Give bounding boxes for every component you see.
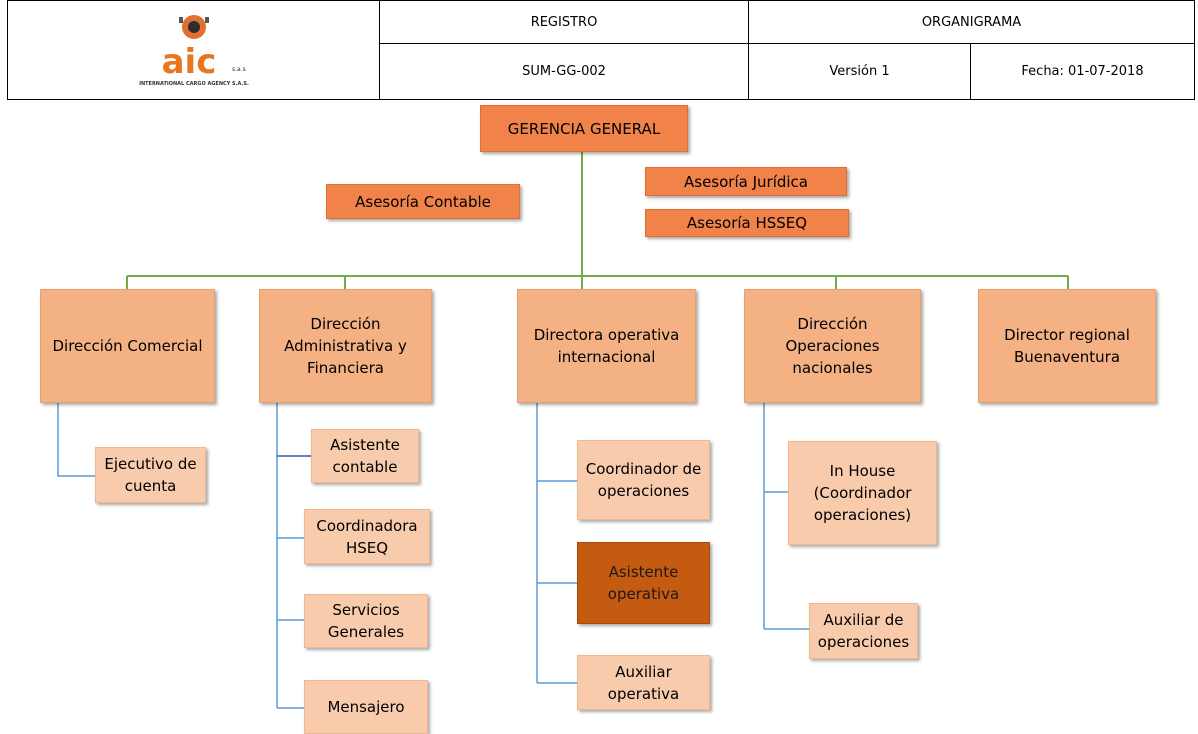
coordinador-operaciones-label: Coordinador de operaciones <box>585 460 702 500</box>
asistente-operativa-box: Asistente operativa <box>577 542 710 624</box>
direccion-administrativa-box: Dirección Administrativa y Financiera <box>259 289 432 403</box>
document-header: aic s.a.s INTERNATIONAL CARGO AGENCY S.A… <box>7 0 1195 100</box>
ejecutivo-cuenta-box: Ejecutivo de cuenta <box>95 447 206 503</box>
auxiliar-operaciones-label: Auxiliar de operaciones <box>817 611 910 651</box>
connector-ejecutivo <box>57 403 95 477</box>
auxiliar-operaciones-box: Auxiliar de operaciones <box>809 603 918 659</box>
asesoria-juridica-label: Asesoría Jurídica <box>684 172 808 191</box>
directora-internacional-box: Directora operativa internacional <box>517 289 696 403</box>
coordinador-operaciones-box: Coordinador de operaciones <box>577 440 710 520</box>
direccion-comercial-label: Dirección Comercial <box>52 337 203 355</box>
asesoria-contable-box: Asesoría Contable <box>326 184 520 219</box>
asistente-contable-label: Asistente contable <box>330 436 400 476</box>
auxiliar-operativa-label: Auxiliar operativa <box>607 662 680 703</box>
director-regional-box: Director regional Buenaventura <box>978 289 1156 403</box>
logo-cell: aic s.a.s INTERNATIONAL CARGO AGENCY S.A… <box>7 0 380 100</box>
asesoria-contable-label: Asesoría Contable <box>355 192 491 211</box>
mensajero-box: Mensajero <box>304 680 428 734</box>
auxiliar-operativa-box: Auxiliar operativa <box>577 655 710 710</box>
servicios-generales-box: Servicios Generales <box>304 594 428 648</box>
ejecutivo-cuenta-label: Ejecutivo de cuenta <box>104 455 197 495</box>
direccion-administrativa-label: Dirección Administrativa y Financiera <box>284 315 407 377</box>
gerencia-general-label: GERENCIA GENERAL <box>507 119 661 138</box>
logo-suffix: s.a.s <box>232 66 246 73</box>
direccion-nacionales-label: Dirección Operaciones nacionales <box>785 315 880 377</box>
gerencia-general-box: GERENCIA GENERAL <box>480 105 688 152</box>
coordinadora-hseq-label: Coordinadora HSEQ <box>316 516 418 557</box>
directora-internacional-label: Directora operativa internacional <box>533 326 680 366</box>
mensajero-label: Mensajero <box>327 698 405 716</box>
asesoria-juridica-box: Asesoría Jurídica <box>645 167 847 196</box>
direccion-nacionales-box: Dirección Operaciones nacionales <box>744 289 921 403</box>
logo-tagline: INTERNATIONAL CARGO AGENCY S.A.S. <box>139 81 249 87</box>
organigrama-cell: ORGANIGRAMA <box>748 0 1195 45</box>
asistente-contable-box: Asistente contable <box>311 429 419 483</box>
asistente-operativa-label: Asistente operativa <box>607 563 680 603</box>
company-logo: aic s.a.s INTERNATIONAL CARGO AGENCY S.A… <box>139 15 249 87</box>
asesoria-hsseq-label: Asesoría HSSEQ <box>686 214 808 232</box>
asesoria-hsseq-box: Asesoría HSSEQ <box>645 209 849 237</box>
document-date: Fecha: 01-07-2018 <box>970 43 1195 100</box>
direccion-comercial-box: Dirección Comercial <box>40 289 215 403</box>
logo-text: aic <box>161 42 216 82</box>
in-house-box: In House (Coordinador operaciones) <box>788 441 937 545</box>
servicios-generales-label: Servicios Generales <box>327 601 405 641</box>
coordinadora-hseq-box: Coordinadora HSEQ <box>304 509 430 564</box>
in-house-label: In House (Coordinador operaciones) <box>813 462 912 524</box>
director-regional-label: Director regional Buenaventura <box>1004 326 1130 366</box>
